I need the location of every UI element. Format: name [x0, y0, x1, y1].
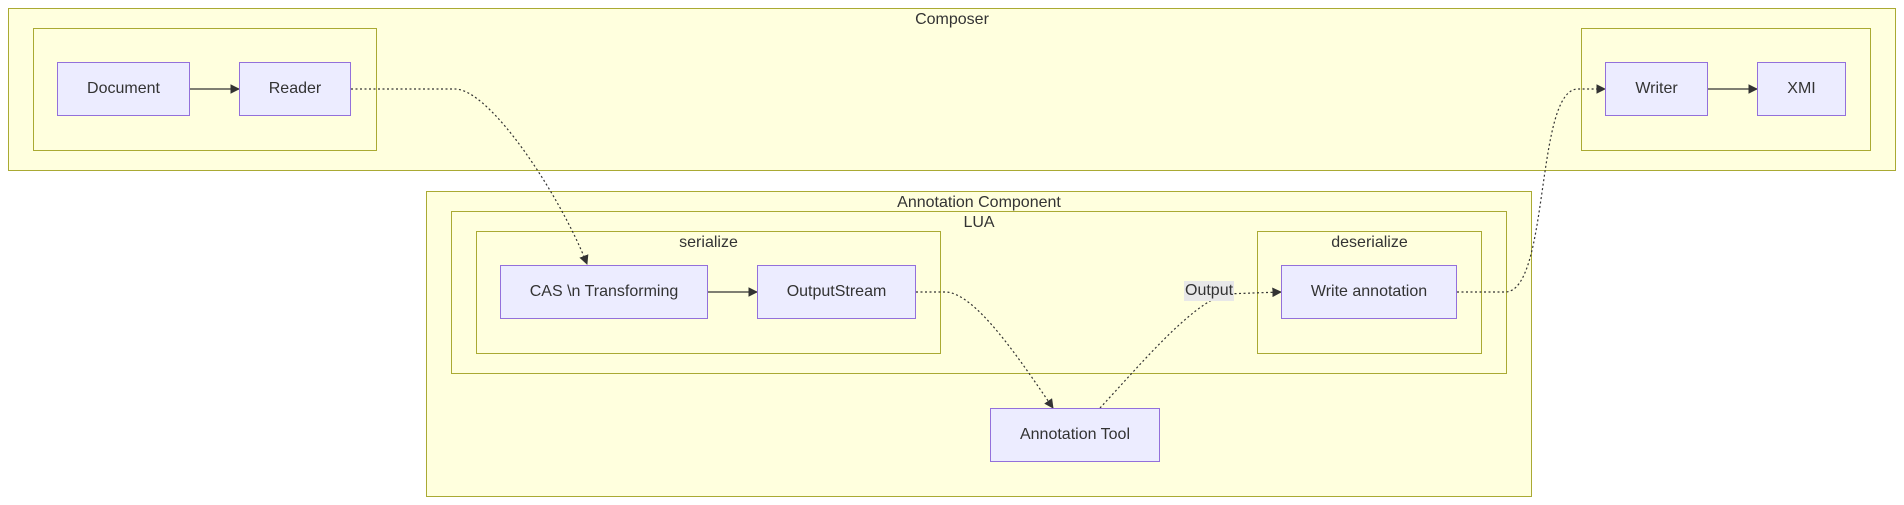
xmi-node[interactable]: XMI	[1757, 62, 1846, 116]
composer-label: Composer	[915, 11, 989, 28]
write-annotation-node[interactable]: Write annotation	[1281, 265, 1457, 319]
cas-transforming-node[interactable]: CAS \n Transforming	[500, 265, 708, 319]
serialize-label: serialize	[679, 234, 738, 251]
reader-node[interactable]: Reader	[239, 62, 351, 116]
annotation-tool-node[interactable]: Annotation Tool	[990, 408, 1160, 462]
deserialize-label: deserialize	[1331, 234, 1408, 251]
writer-node[interactable]: Writer	[1605, 62, 1708, 116]
output-edge-label: Output	[1184, 281, 1235, 301]
document-node[interactable]: Document	[57, 62, 190, 116]
output-stream-node[interactable]: OutputStream	[757, 265, 916, 319]
lua-label: LUA	[963, 214, 995, 231]
annotation-component-label: Annotation Component	[897, 194, 1061, 211]
